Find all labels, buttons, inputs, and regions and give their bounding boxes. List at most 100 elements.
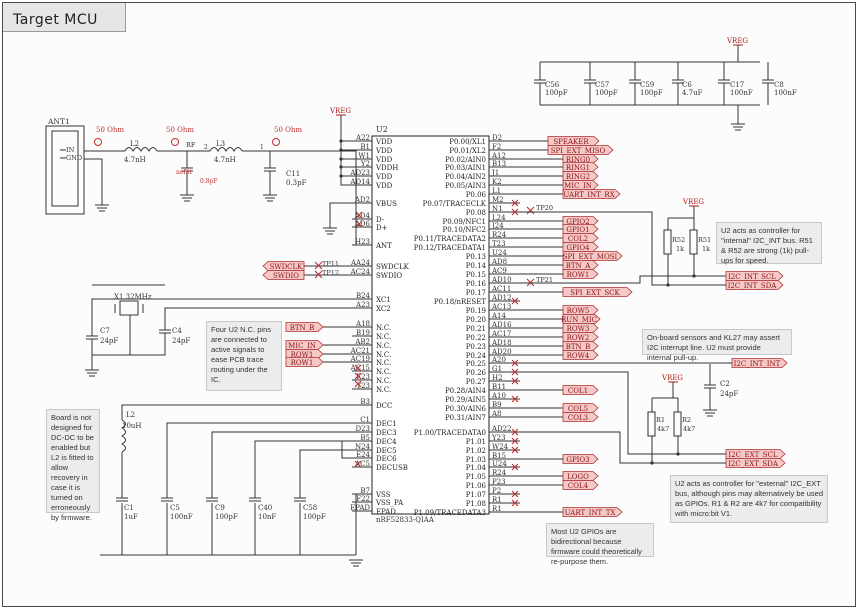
net-label: ROW1 [291,359,314,367]
c8-ref: C8 [774,81,784,89]
l3-val: 4.7nH [214,156,236,164]
r51-val: 1k [702,245,710,253]
u2-right-pin-name: P1.06 [466,482,487,490]
u2-right-pin-name: P0.22 [466,334,486,342]
u2-left-pin-num: Y23 [355,382,370,390]
net-label: ROW1 [567,271,590,279]
nc-marks [354,364,362,468]
net-label: ROW5 [567,307,590,315]
c2-cap [703,364,717,417]
u2-left-pin-name: VDD [375,173,393,181]
u2-left-pin-num: AC15 [350,364,370,372]
r2-ref: R2 [682,416,691,424]
u2-right-pin-name: P1.04 [466,464,487,472]
u2-left-pin-num: B7 [360,487,370,495]
c8-val: 100nF [774,89,797,97]
u2-left-pin-num: AD23 [349,169,370,177]
u2-right-pin-name: P0.15 [466,271,486,279]
u2-left-pin-name: SWDCLK [376,263,410,271]
u2-right-pin-name: P0.00/XL1 [449,138,486,146]
net-label: I2C_INT_SDA [728,282,778,290]
note-i2c-int: U2 acts as controller for "internal" I2C… [716,222,822,265]
net-flag-spi_ext_sck [562,287,633,297]
u2-right-pin-num: R24 [492,469,507,477]
u2-left-pin-num: AD2 [354,196,370,204]
net-label: RING1 [566,164,590,172]
u2-left-pin-name: VSS [375,491,391,499]
u2-right-pin-name: P0.31/AIN7 [445,414,486,422]
u2-left-pin-num: B1 [360,143,370,151]
u2-right-pin-num: N1 [492,205,503,213]
c58-val: 100pF [303,513,326,521]
c11-val: 0.3pF [286,179,307,187]
u2-right-pin-name: P0.08 [466,209,486,217]
u2-right-pin-num: H2 [492,374,503,382]
i2c-ext-pullups: VREG [647,374,683,465]
right-nets: SPEAKERSPI_EXT_MISORING0RING1RING2MIC_IN… [511,136,788,517]
u2-right-pin-name: P0.07/TRACECLK [423,200,487,208]
u2-left-pin-name: XC2 [376,305,391,313]
net-flag-btn_b [562,341,599,351]
c4-val: 24pF [172,337,190,345]
u2-left-pin-num: AC5 [354,460,370,468]
c9-ref: C9 [215,504,225,512]
u2-left-pin-name: N.C. [376,368,391,376]
u2-right-pin-num: AD8 [491,258,507,266]
vreg-label-ext: VREG [661,374,683,382]
u2-right-pin-name: P1.07 [466,491,486,499]
u2-left-pin-num: AC19 [350,355,370,363]
u2-right-pin-num: U24 [492,460,507,468]
c58-ref: C58 [303,504,317,512]
u2-right-pin-num: AC13 [491,303,511,311]
net-flag-logo [562,471,599,481]
gnd-xtal [85,369,99,377]
u2-right-pin-num: A14 [491,312,507,320]
l2-rf-ref: L2 [130,140,139,148]
gnd-dec [349,559,363,567]
u2-right-pin-num: AD12 [491,294,512,302]
u2-left-pin-name: VDD [375,156,393,164]
l2-dcdc-ref: L2 [126,411,135,419]
net-flag-col2 [562,233,599,243]
net-label: MIC_IN [564,182,592,190]
c7-ref: C7 [100,327,110,335]
net-flag-ring2 [562,171,599,181]
u2-right-pin-num: P23 [492,478,506,486]
u2-left-pin-name: DEC3 [376,429,397,437]
u2-left-pin-name: VDD [375,147,393,155]
u2-left-pin-num: F23 [356,373,370,381]
r52-ref: R52 [672,236,685,244]
u2-right-pin-num: AD16 [491,321,512,329]
net-label: I2C_EXT_SDA [728,460,779,468]
u2-right-pin-num: K2 [492,178,502,186]
c59-val: 100pF [640,89,663,97]
z-label-1: 50 Ohm [96,126,124,134]
u2-left-pin-num: H23 [355,238,370,246]
u2-left-pin-num: N24 [355,443,371,451]
u2-right-pin-name: P0.05/AIN3 [445,182,486,190]
impedance-markers [94,138,280,146]
net-label: ROW2 [567,334,590,342]
r1-ref: R1 [656,416,665,424]
net-label: LOGO [567,473,589,481]
u2-left-pin-num: A18 [355,320,370,328]
u2-left-pin-name: EPAD [376,508,396,516]
net-label: SWDIO [273,272,299,280]
u2-left-pin-name: N.C. [376,333,391,341]
u2-right-pin-name: P0.19 [466,307,486,315]
net-flag-row4 [562,350,599,360]
u2-ref: U2 [376,125,388,134]
u2-left-pin-name: VDD [375,138,393,146]
net-label: BTN_B [566,343,591,351]
u2-right-pin-name: P0.01/XL2 [449,147,486,155]
u2-right-pin-num: L24 [492,214,506,222]
u2-right-pin-num: A8 [491,410,502,418]
nofit-cap-val: 0.8pF [200,178,218,185]
net-label: I2C_INT_INT [734,360,781,368]
c2-ref: C2 [720,380,730,388]
nofit-cap: noFit [176,169,193,176]
net-flag-row1 [562,269,599,279]
c57-ref: C57 [595,81,609,89]
u2-left-pin-name: N.C. [376,377,391,385]
